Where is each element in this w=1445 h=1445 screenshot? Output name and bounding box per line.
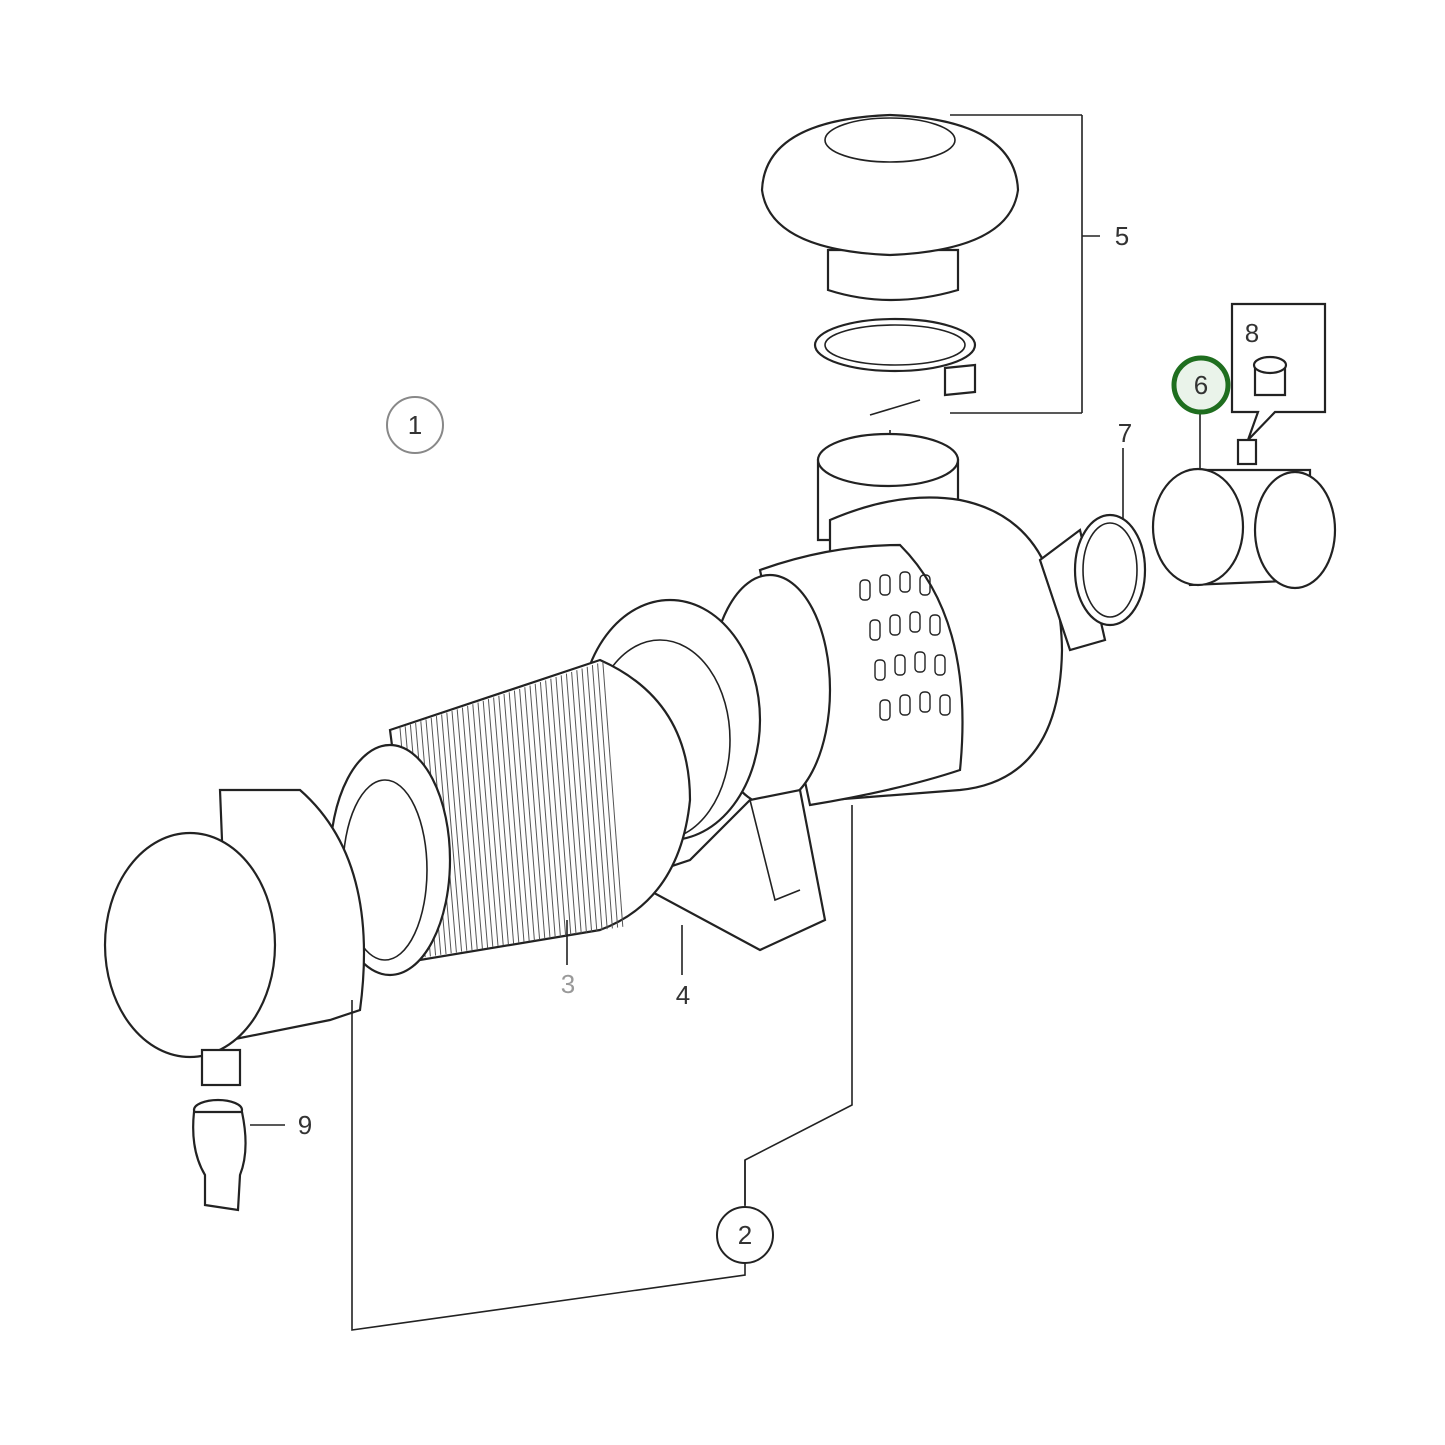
callout-9[interactable]: 9	[298, 1110, 312, 1140]
filter-pleat	[441, 714, 463, 952]
filter-pleat	[602, 661, 624, 927]
filter-pleat	[534, 683, 556, 938]
callout-4[interactable]: 4	[676, 980, 690, 1010]
callout-6-highlight-ring	[1171, 355, 1231, 415]
filter-pleat	[576, 670, 598, 931]
callout-1[interactable]: 1	[408, 410, 422, 440]
filter-pleat	[560, 675, 582, 934]
filter-pleat	[519, 688, 541, 940]
filter-pleat	[565, 673, 587, 933]
filter-pleat	[513, 690, 535, 941]
hose-clamp[interactable]	[1073, 448, 1147, 627]
mounting-bracket[interactable]	[627, 788, 827, 952]
elbow-pipe[interactable]	[1151, 414, 1337, 590]
band-clamp[interactable]	[813, 317, 977, 416]
filter-pleat	[529, 685, 551, 939]
filter-pleat	[597, 663, 619, 928]
dust-valve[interactable]	[192, 1098, 247, 1212]
callout-3[interactable]: 3	[561, 969, 575, 999]
filter-pleat	[451, 710, 473, 951]
main-filter-element[interactable]	[328, 658, 692, 977]
filter-pleat	[539, 682, 561, 937]
filter-pleat	[524, 687, 546, 939]
filter-pleat	[477, 702, 499, 947]
filter-pleat	[487, 699, 509, 945]
filter-pleat	[446, 712, 468, 951]
filter-pleat	[467, 705, 489, 948]
callout-2-circle	[716, 1206, 774, 1264]
filter-pleat	[482, 700, 504, 946]
filter-pleat	[498, 695, 520, 943]
filter-pleat	[550, 678, 572, 935]
filter-pleat	[493, 697, 515, 944]
end-cover[interactable]	[103, 788, 366, 1087]
part-8-inset	[1230, 302, 1327, 441]
filter-pleat	[503, 693, 525, 943]
callout-5[interactable]: 5	[1115, 221, 1129, 251]
filter-pleat	[472, 704, 494, 947]
filter-pleat	[591, 665, 613, 929]
callout-6[interactable]: 6	[1194, 370, 1208, 400]
filter-pleat	[508, 692, 530, 942]
callout-7[interactable]: 7	[1118, 418, 1132, 448]
callout-8[interactable]: 8	[1245, 318, 1259, 348]
filter-pleat	[456, 709, 478, 950]
filter-pleat	[571, 671, 593, 932]
filter-pleat	[581, 668, 603, 931]
filter-pleat	[555, 676, 577, 935]
callout-2[interactable]: 2	[738, 1220, 752, 1250]
rain-cap[interactable]	[760, 113, 1020, 302]
filter-pleat	[545, 680, 567, 936]
filter-pleat	[586, 666, 608, 930]
filter-pleat	[461, 707, 483, 949]
callout-1-circle	[386, 396, 444, 454]
